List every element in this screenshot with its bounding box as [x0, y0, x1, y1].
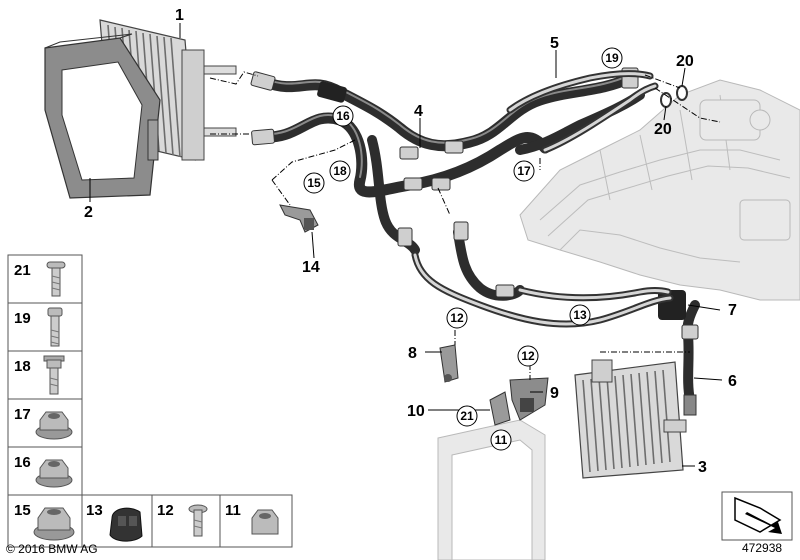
legend-number-11: 11	[225, 502, 241, 519]
coolant-hoses	[250, 67, 700, 416]
svg-text:12: 12	[521, 349, 535, 363]
legend-number-16: 16	[14, 454, 31, 471]
bolt-short-icon	[188, 504, 208, 537]
hex-nut-flange-icon	[35, 411, 73, 440]
callout-14: 14	[302, 259, 320, 276]
bracket-8	[439, 344, 459, 383]
radiator-bracket-frame	[44, 33, 161, 199]
callout-circle-17: 17	[513, 160, 535, 182]
auxiliary-radiator-bottom	[574, 359, 687, 479]
callout-10: 10	[407, 403, 425, 420]
fastener-legend: 21 19 18 17 16 15 13 12 11	[7, 254, 293, 548]
bracket-10	[489, 391, 511, 426]
legend-number-19: 19	[14, 310, 31, 327]
legend-cell-19	[7, 302, 83, 352]
legend-number-21: 21	[14, 262, 31, 279]
callout-circle-13: 13	[569, 304, 591, 326]
hex-nut-flange-icon	[35, 459, 73, 488]
bracket-9	[509, 377, 549, 421]
coolant-line-5	[506, 70, 659, 154]
callout-5: 5	[550, 35, 559, 52]
bolt-long-icon	[47, 307, 63, 347]
callout-circle-11: 11	[490, 429, 512, 451]
diagram-id: 472938	[742, 541, 782, 555]
svg-text:17: 17	[517, 164, 531, 178]
legend-number-12: 12	[157, 502, 174, 519]
callout-circle-12-upper: 12	[446, 307, 468, 329]
callout-circle-21: 21	[456, 405, 478, 427]
svg-text:21: 21	[460, 409, 474, 423]
callout-20-bottom: 20	[654, 121, 672, 138]
rubber-grommet-icon	[109, 507, 143, 542]
legend-number-13: 13	[86, 502, 103, 519]
callout-6: 6	[728, 373, 737, 390]
hex-nut-icon	[251, 509, 279, 535]
legend-cell-17	[7, 398, 83, 448]
svg-text:15: 15	[307, 176, 321, 190]
bolt-hex-flange-icon	[43, 355, 65, 395]
coolant-pipe-13	[411, 251, 674, 328]
callout-1: 1	[175, 7, 184, 24]
svg-text:11: 11	[495, 433, 508, 447]
copyright-text: © 2016 BMW AG	[6, 542, 98, 556]
callout-8: 8	[408, 345, 417, 362]
ghost-bracket-frame	[437, 419, 546, 560]
callout-circle-15: 15	[303, 172, 325, 194]
callout-4: 4	[414, 103, 423, 120]
svg-text:19: 19	[605, 51, 619, 65]
callout-7: 7	[728, 302, 737, 319]
callout-circle-12-lower: 12	[517, 345, 539, 367]
callout-3: 3	[698, 459, 707, 476]
callout-labels: 1 2 3 4 5 6 7 8 9 10 14 20 20	[84, 7, 737, 476]
legend-number-15: 15	[14, 502, 31, 519]
svg-text:16: 16	[336, 109, 350, 123]
orientation-arrow-icon	[721, 491, 793, 541]
svg-text:12: 12	[450, 311, 464, 325]
svg-text:13: 13	[573, 308, 587, 322]
svg-text:18: 18	[333, 164, 347, 178]
callout-circle-19: 19	[601, 47, 623, 69]
ghost-engine-block	[519, 79, 800, 301]
circled-callouts: 19 16 15 18 17 13 12 12	[303, 47, 623, 451]
legend-cell-12	[151, 494, 221, 548]
assembly-lines	[209, 71, 721, 380]
legend-number-18: 18	[14, 358, 31, 375]
bracket-14	[279, 204, 319, 233]
bolt-flange-icon	[46, 261, 66, 297]
legend-number-17: 17	[14, 406, 31, 423]
callout-circle-16: 16	[332, 105, 354, 127]
callout-2: 2	[84, 204, 93, 221]
callout-20-top: 20	[676, 53, 694, 70]
callout-circle-18: 18	[329, 160, 351, 182]
hex-nut-flange-icon	[33, 507, 75, 541]
callout-9: 9	[550, 385, 559, 402]
